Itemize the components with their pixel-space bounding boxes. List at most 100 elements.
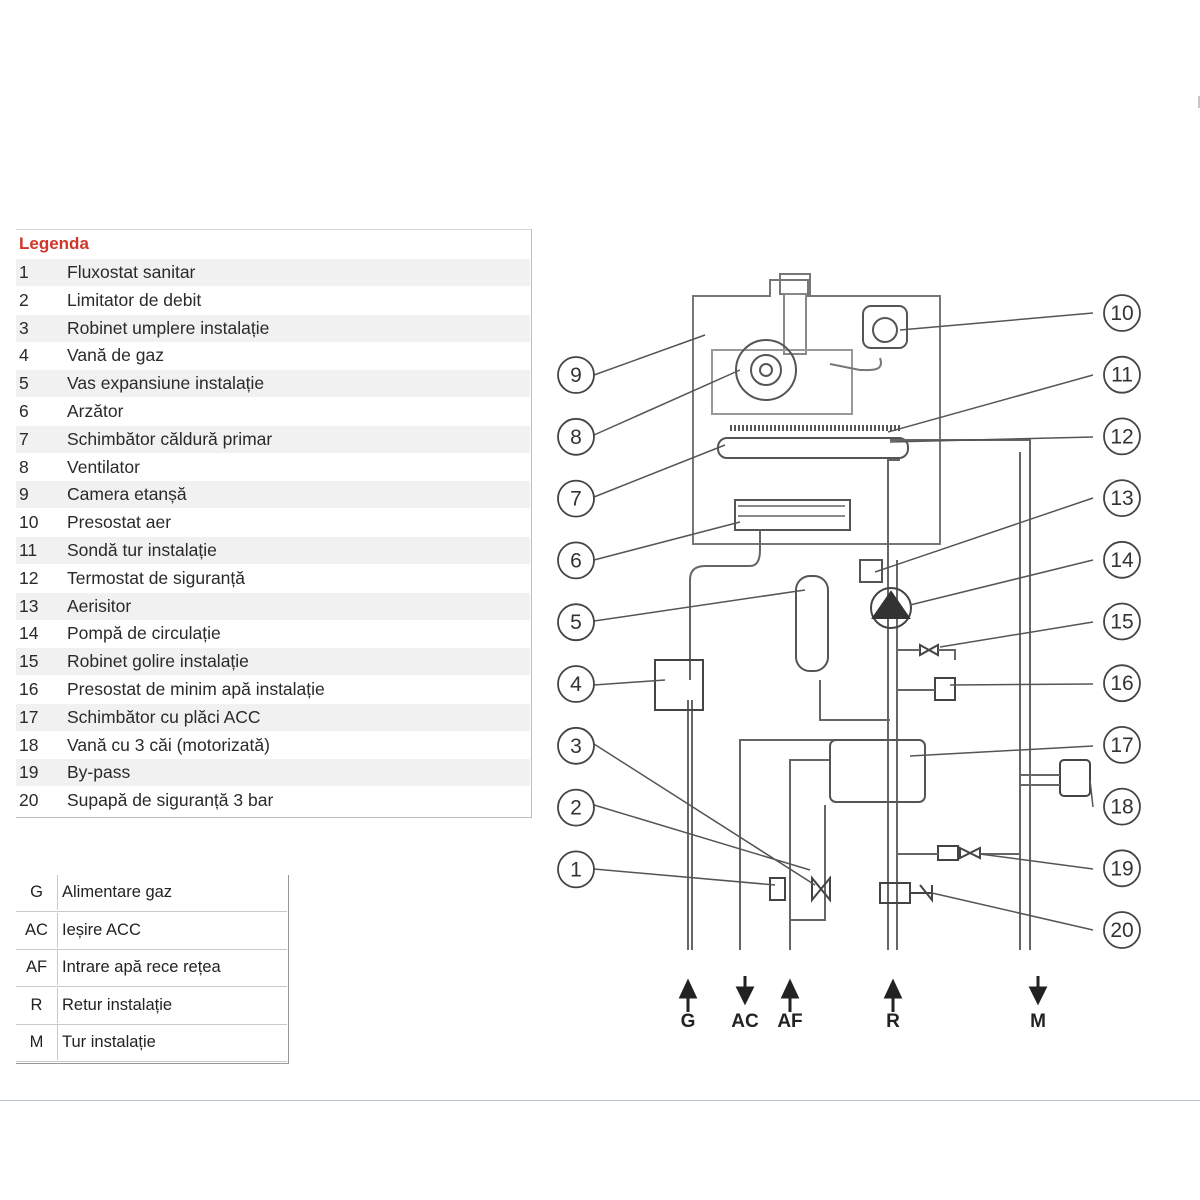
- legend-label: Sondă tur instalație: [67, 540, 217, 560]
- callout-marker: 8: [557, 417, 595, 456]
- legend-number: 7: [19, 428, 29, 449]
- port-description: Tur instalație: [62, 1033, 156, 1051]
- callout-number: 16: [1110, 672, 1133, 695]
- burner: [734, 499, 851, 531]
- callout-number: 3: [570, 735, 582, 758]
- callout-circle: [1103, 725, 1141, 764]
- callout-marker: 10: [1103, 294, 1141, 332]
- callout-circle: [557, 726, 595, 765]
- legend-label: By-pass: [67, 762, 131, 783]
- callout-circle: [1103, 479, 1141, 518]
- callout-marker: 12: [1103, 417, 1141, 456]
- legend-row: 3 Robinet umplere instalație: [16, 314, 530, 342]
- legend-number: 8: [19, 456, 29, 477]
- legend-label: Pompă de circulație: [67, 623, 221, 644]
- legend-number: 14: [19, 623, 39, 644]
- callout-circle: [557, 356, 595, 394]
- legend-number: 13: [19, 595, 39, 616]
- legend-number: 15: [19, 651, 39, 672]
- legend-number: 17: [19, 706, 39, 727]
- callout-marker: 17: [1103, 725, 1141, 764]
- legend-label: Robinet golire instalație: [67, 651, 249, 672]
- callout-number: 20: [1110, 919, 1133, 942]
- bottom-rule: [0, 1100, 1200, 1101]
- callout-circle: [1103, 540, 1141, 579]
- port-code: AC: [16, 912, 58, 948]
- legend-number: 20: [19, 790, 39, 811]
- pipe-R: [887, 459, 900, 950]
- callout-marker: 1: [557, 850, 595, 889]
- leader-lines: [593, 312, 1094, 931]
- callout-marker: 9: [557, 356, 595, 394]
- pipe-G: [687, 700, 693, 950]
- callout-marker: 3: [557, 726, 595, 765]
- callout-number: 8: [570, 426, 582, 449]
- gas-valve: [654, 659, 704, 711]
- callout-circle: [1103, 849, 1141, 888]
- legend-label: Supapă de siguranță 3 bar: [67, 790, 274, 811]
- legend-label: Ventilator: [67, 456, 140, 477]
- callout-marker: 2: [557, 788, 595, 827]
- callout-circle: [1103, 664, 1141, 703]
- callout-marker: 16: [1103, 664, 1141, 703]
- port-description: Alimentare gaz: [62, 883, 173, 901]
- callout-marker: 6: [557, 541, 595, 580]
- legend-number: 18: [19, 734, 39, 755]
- legend-label: Vană cu 3 căi (motorizată): [67, 734, 270, 755]
- legend-label: Presostat de minim apă instalație: [67, 679, 325, 699]
- legend-row: 13 Aerisitor: [16, 592, 530, 620]
- callout-number: 2: [570, 797, 582, 820]
- legend-row: 8 Ventilator: [16, 454, 530, 481]
- callout-marker: 7: [557, 479, 595, 518]
- callout-number: 7: [570, 488, 582, 511]
- legend-label: Aerisitor: [67, 595, 132, 616]
- callout-number: 5: [570, 611, 582, 634]
- min-pressure-switch: [934, 677, 956, 701]
- legend-title: Legenda: [19, 234, 89, 253]
- port-label: G: [681, 1011, 696, 1032]
- legend-number: 5: [19, 373, 29, 394]
- legend-number: 2: [19, 289, 29, 310]
- fan-hub: [759, 363, 773, 377]
- callout-circle: [1103, 294, 1141, 332]
- legend-number: 6: [19, 401, 29, 421]
- legend-row: 6 Arzător: [16, 398, 530, 425]
- legend-label: Fluxostat sanitar: [67, 262, 196, 282]
- port-label: AC: [731, 1011, 759, 1032]
- callout-number: 11: [1111, 364, 1133, 387]
- legend-label: Robinet umplere instalație: [67, 317, 270, 338]
- callout-circle: [1103, 911, 1141, 949]
- callout-number: 10: [1110, 302, 1133, 325]
- callout-circle: [557, 850, 595, 889]
- legend-label: Arzător: [67, 401, 124, 421]
- port-label: M: [1030, 1011, 1046, 1032]
- callout-number: 14: [1110, 549, 1134, 572]
- safety-valve: [879, 882, 911, 904]
- callout-circle: [557, 417, 595, 456]
- fill-valve: [811, 875, 831, 903]
- port-code: M: [16, 1025, 58, 1060]
- legend-row: 14 Pompă de circulație: [16, 620, 530, 647]
- circulation-pump: [870, 587, 912, 629]
- callout-marker: 11: [1103, 355, 1141, 394]
- callout-number: 18: [1110, 796, 1133, 819]
- callout-circle: [1103, 787, 1141, 826]
- callout-circle: [557, 603, 595, 642]
- callout-number: 15: [1110, 611, 1133, 634]
- legend-row: 15 Robinet golire instalație: [16, 648, 530, 676]
- legend-number: 3: [19, 317, 29, 338]
- pipe-AC: [739, 739, 885, 950]
- legend-number: 12: [19, 567, 39, 588]
- pipe-M: [890, 439, 1031, 950]
